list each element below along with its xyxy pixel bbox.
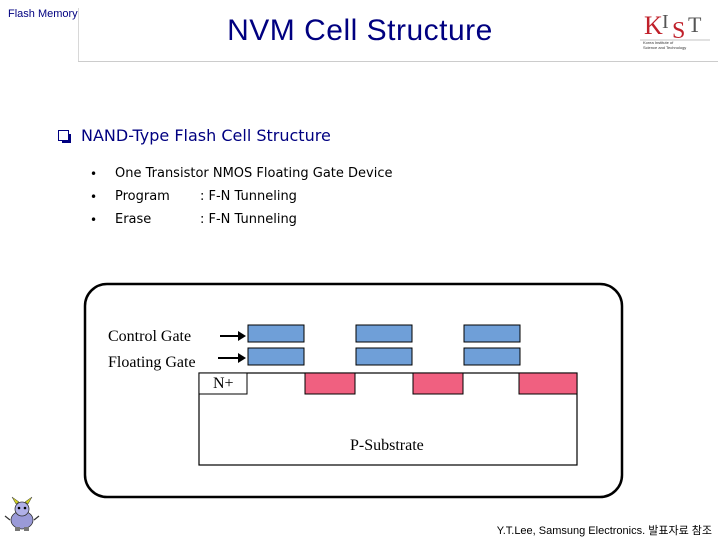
logo-letter-i: I (662, 11, 669, 33)
floating-gate-3 (463, 347, 521, 366)
header-vertical-rule (78, 8, 79, 61)
control-gate-1 (247, 324, 305, 343)
section-heading: NAND-Type Flash Cell Structure (58, 126, 331, 145)
list-item: • One Transistor NMOS Floating Gate Devi… (90, 162, 393, 185)
footer-credit: Y.T.Lee, Samsung Electronics. 발표자료 참조 (496, 525, 712, 537)
control-gate-label: Control Gate (108, 328, 191, 345)
header-divider (78, 61, 718, 62)
outer-frame (83, 282, 624, 499)
logo-letter-s: S (672, 18, 685, 44)
logo-letter-t: T (688, 12, 702, 37)
kist-logo: K I S T (640, 11, 710, 44)
floating-gate-1 (247, 347, 305, 366)
nplus-region-2 (304, 372, 356, 395)
logo-tagline: Korea Institute of Science and Technolog… (643, 40, 687, 50)
floating-gate-arrow (218, 353, 246, 363)
checkbox-bullet-icon (58, 130, 71, 143)
section-label: Flash Memory (8, 8, 78, 20)
section-heading-text: NAND-Type Flash Cell Structure (81, 126, 331, 145)
substrate-label: P-Substrate (350, 437, 424, 454)
nplus-region-1 (198, 372, 248, 395)
bullet-label: Program (115, 189, 170, 204)
nplus-region-3 (412, 372, 464, 395)
control-gate-3 (463, 324, 521, 343)
floating-gate-label: Floating Gate (108, 354, 196, 371)
bullet-label: Erase (115, 212, 152, 227)
bullet-list: • One Transistor NMOS Floating Gate Devi… (90, 162, 393, 231)
bullet-dot-icon: • (90, 189, 98, 204)
nplus-label: N+ (213, 375, 234, 392)
logo-letter-k: K (644, 11, 663, 40)
page-title: NVM Cell Structure (227, 14, 493, 47)
bullet-value: : F-N Tunneling (200, 212, 297, 227)
bullet-value: : F-N Tunneling (200, 189, 297, 204)
bullet-label: One Transistor NMOS Floating Gate Device (115, 166, 393, 181)
bullet-dot-icon: • (90, 166, 98, 181)
mascot-icon (4, 496, 40, 531)
list-item: • Erase : F-N Tunneling (90, 208, 393, 231)
floating-gate-2 (355, 347, 413, 366)
control-gate-arrow (220, 331, 246, 341)
bullet-dot-icon: • (90, 212, 98, 227)
list-item: • Program : F-N Tunneling (90, 185, 393, 208)
substrate-block (198, 372, 578, 466)
control-gate-2 (355, 324, 413, 343)
nplus-region-4 (518, 372, 578, 395)
